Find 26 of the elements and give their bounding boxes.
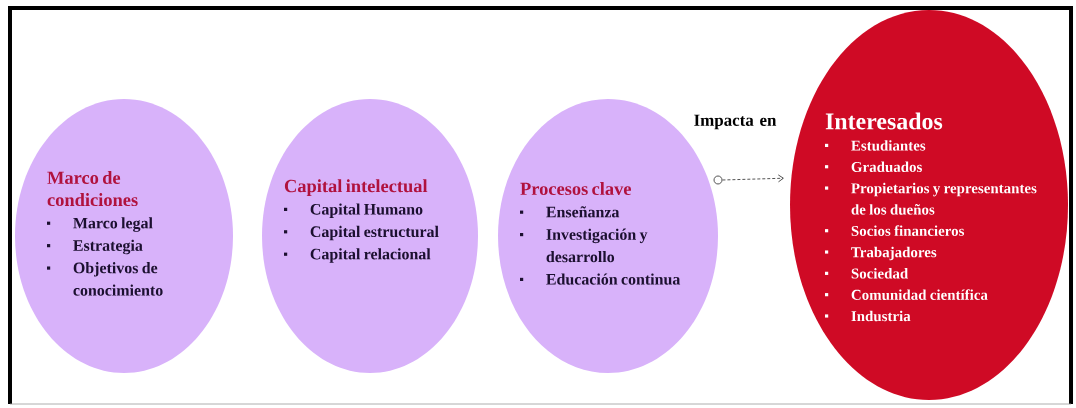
arrow (722, 174, 784, 183)
ellipse-node (262, 99, 478, 373)
ellipse-node (15, 99, 233, 373)
list-item: Graduados (851, 161, 922, 173)
list-item: Estrategia (73, 239, 143, 255)
list-item: Comunidad científica (851, 289, 988, 300)
list-item: Capital relacional (310, 248, 431, 263)
heading: Marco de condiciones (47, 171, 138, 207)
list-item: Industria (851, 310, 911, 322)
list-item: Objetivos de conocimiento (73, 262, 163, 296)
list-item: Socios financieros (851, 225, 965, 236)
heading: Interesados (825, 112, 943, 130)
list-item: Educación continua (546, 273, 681, 285)
list-item: Capital estructural (310, 225, 439, 241)
list-item: Investigación y desarrollo (546, 228, 648, 263)
list-item: Estudiantes (851, 140, 926, 151)
ellipse-node (790, 10, 1068, 400)
heading: Procesos clave (520, 182, 631, 196)
list-item: Propietarios y representantes de los dueños (851, 182, 1037, 215)
list-item: Capital Humano (310, 203, 423, 218)
list-item: Sociedad (851, 268, 909, 279)
list-item: Enseñanza (546, 206, 620, 218)
list-item: Trabajadores (851, 246, 937, 261)
edge-label: Impacta en (694, 114, 777, 130)
heading: Capital intelectual (284, 179, 428, 196)
list-item: Marco legal (73, 217, 153, 232)
